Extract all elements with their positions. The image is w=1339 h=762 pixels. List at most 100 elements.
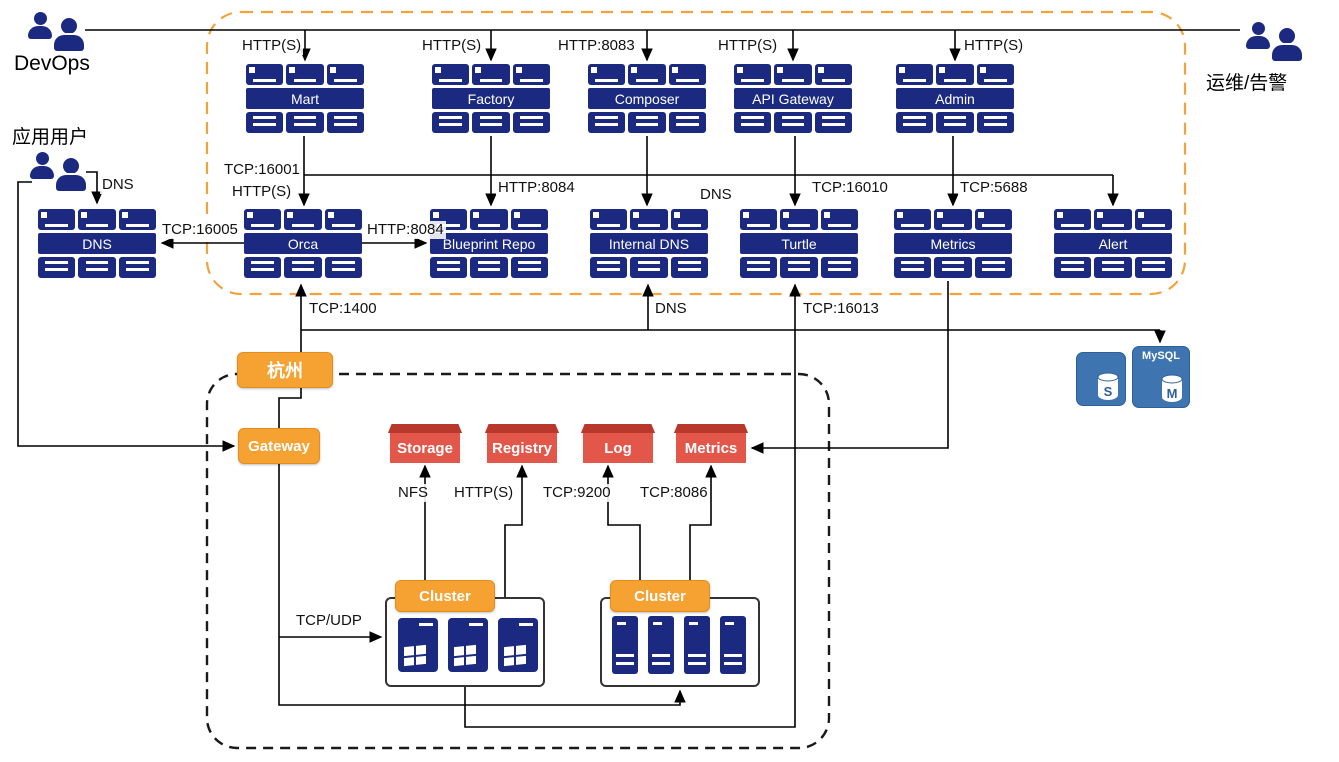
link-devops-factory: HTTP(S)	[420, 37, 484, 55]
link-orca-blueprint: HTTP:8084	[365, 221, 446, 239]
devops-users-icon	[28, 10, 86, 52]
windows-server-icon	[448, 618, 488, 672]
cluster-blueprint-repo: Blueprint Repo	[430, 209, 548, 281]
cluster-composer: Composer	[588, 64, 706, 136]
hangzhou-region-border	[205, 372, 831, 750]
edge-cluster2-log	[602, 464, 641, 582]
server-unit-icon	[1054, 209, 1092, 230]
server-unit-icon	[246, 64, 284, 85]
link-mart-orca-proto: HTTP(S)	[230, 183, 294, 201]
server-unit-icon	[432, 64, 470, 85]
windows-server-icon	[398, 618, 438, 672]
cluster1-label: Cluster	[395, 580, 495, 612]
app-users-icon	[30, 150, 88, 192]
db-letter: S	[1104, 384, 1113, 399]
link-user-dns: DNS	[100, 176, 136, 194]
db-letter: M	[1167, 386, 1178, 401]
service-storage-label: Storage	[390, 433, 460, 463]
link-composer-internal-dns: DNS	[698, 186, 734, 204]
link-cluster1-registry: HTTP(S)	[452, 484, 516, 502]
cluster-factory-label: Factory	[432, 88, 550, 109]
mysql-slave-node: S	[1076, 352, 1126, 406]
windows-logo-icon	[454, 644, 476, 667]
server-unit-icon	[896, 64, 934, 85]
cluster-internal-dns-label: Internal DNS	[590, 233, 708, 254]
saas-region-border	[205, 10, 1187, 296]
link-factory-blueprint: HTTP:8084	[496, 179, 577, 197]
service-log: Log	[580, 424, 656, 463]
box-lid-decoration	[673, 424, 749, 433]
cluster-admin: Admin	[896, 64, 1014, 136]
link-ops-admin: HTTP(S)	[962, 37, 1026, 55]
tower-server-icon	[612, 616, 638, 674]
mysql-title: MySQL	[1142, 350, 1180, 362]
tower-server-icon	[648, 616, 674, 674]
edge-hz-turtle	[464, 283, 801, 728]
database-icon: S	[1097, 372, 1119, 400]
box-lid-decoration	[484, 424, 560, 433]
cluster-alert-label: Alert	[1054, 233, 1172, 254]
ops-alert-users-icon	[1246, 20, 1304, 62]
server-unit-icon	[894, 209, 932, 230]
link-cluster1-storage: NFS	[396, 484, 430, 502]
cluster-orca: Orca	[244, 209, 362, 281]
tower-server-icon	[684, 616, 710, 674]
link-admin-metrics: TCP:5688	[958, 179, 1030, 197]
link-devops-composer: HTTP:8083	[556, 37, 637, 55]
windows-server-icon	[498, 618, 538, 672]
cluster-blueprint-repo-label: Blueprint Repo	[430, 233, 548, 254]
cluster-mart-label: Mart	[246, 88, 364, 109]
service-metrics-label: Metrics	[676, 433, 746, 463]
server-unit-icon	[740, 209, 778, 230]
ops-alert-label: 运维/告警	[1206, 73, 1288, 94]
link-hz-orca: TCP:1400	[307, 300, 379, 318]
service-metrics: Metrics	[673, 424, 749, 463]
gateway-node: Gateway	[238, 428, 320, 464]
link-api-gateway-turtle: TCP:16010	[810, 179, 890, 197]
app-user-label: 应用用户	[12, 127, 89, 148]
edge-user-dns	[86, 171, 103, 205]
database-icon: M	[1161, 374, 1183, 402]
server-unit-icon	[590, 209, 628, 230]
cluster2-label: Cluster	[610, 580, 710, 612]
windows-logo-icon	[404, 644, 426, 667]
cluster-mart: Mart	[246, 64, 364, 136]
link-devops-mart: HTTP(S)	[240, 37, 304, 55]
cluster-api-gateway-label: API Gateway	[734, 88, 852, 109]
service-log-label: Log	[583, 433, 653, 463]
edge-gateway-cluster2	[278, 464, 686, 706]
box-lid-decoration	[387, 424, 463, 433]
service-registry: Registry	[484, 424, 560, 463]
edge-hz-orca	[278, 283, 307, 428]
service-storage: Storage	[387, 424, 463, 463]
cluster-composer-label: Composer	[588, 88, 706, 109]
edge-metrics-to-red-metrics	[750, 281, 949, 454]
service-registry-label: Registry	[487, 433, 557, 463]
link-mart-orca-port: TCP:16001	[222, 161, 302, 179]
cluster-turtle-label: Turtle	[740, 233, 858, 254]
link-hz-turtle: TCP:16013	[801, 300, 881, 318]
server-unit-icon	[734, 64, 772, 85]
edge-cluster1-registry	[504, 464, 528, 597]
hangzhou-region-label: 杭州	[237, 352, 333, 388]
server-unit-icon	[588, 64, 626, 85]
windows-logo-icon	[504, 644, 526, 667]
cluster-internal-dns: Internal DNS	[590, 209, 708, 281]
edge-cluster2-metrics	[689, 464, 717, 597]
cluster-dns-label: DNS	[38, 233, 156, 254]
cluster-factory: Factory	[432, 64, 550, 136]
cluster-dns: DNS	[38, 209, 156, 281]
mysql-master-node: MySQL M	[1132, 346, 1190, 408]
cluster-metrics-label: Metrics	[894, 233, 1012, 254]
cluster-metrics: Metrics	[894, 209, 1012, 281]
link-cluster2-log: TCP:9200	[541, 484, 613, 502]
edge-user-gateway	[17, 181, 236, 452]
cluster-turtle: Turtle	[740, 209, 858, 281]
cluster-alert: Alert	[1054, 209, 1172, 281]
cluster-api-gateway: API Gateway	[734, 64, 852, 136]
tower-server-icon	[720, 616, 746, 674]
link-gateway-cluster: TCP/UDP	[294, 612, 364, 630]
link-orca-dns: TCP:16005	[160, 221, 240, 239]
